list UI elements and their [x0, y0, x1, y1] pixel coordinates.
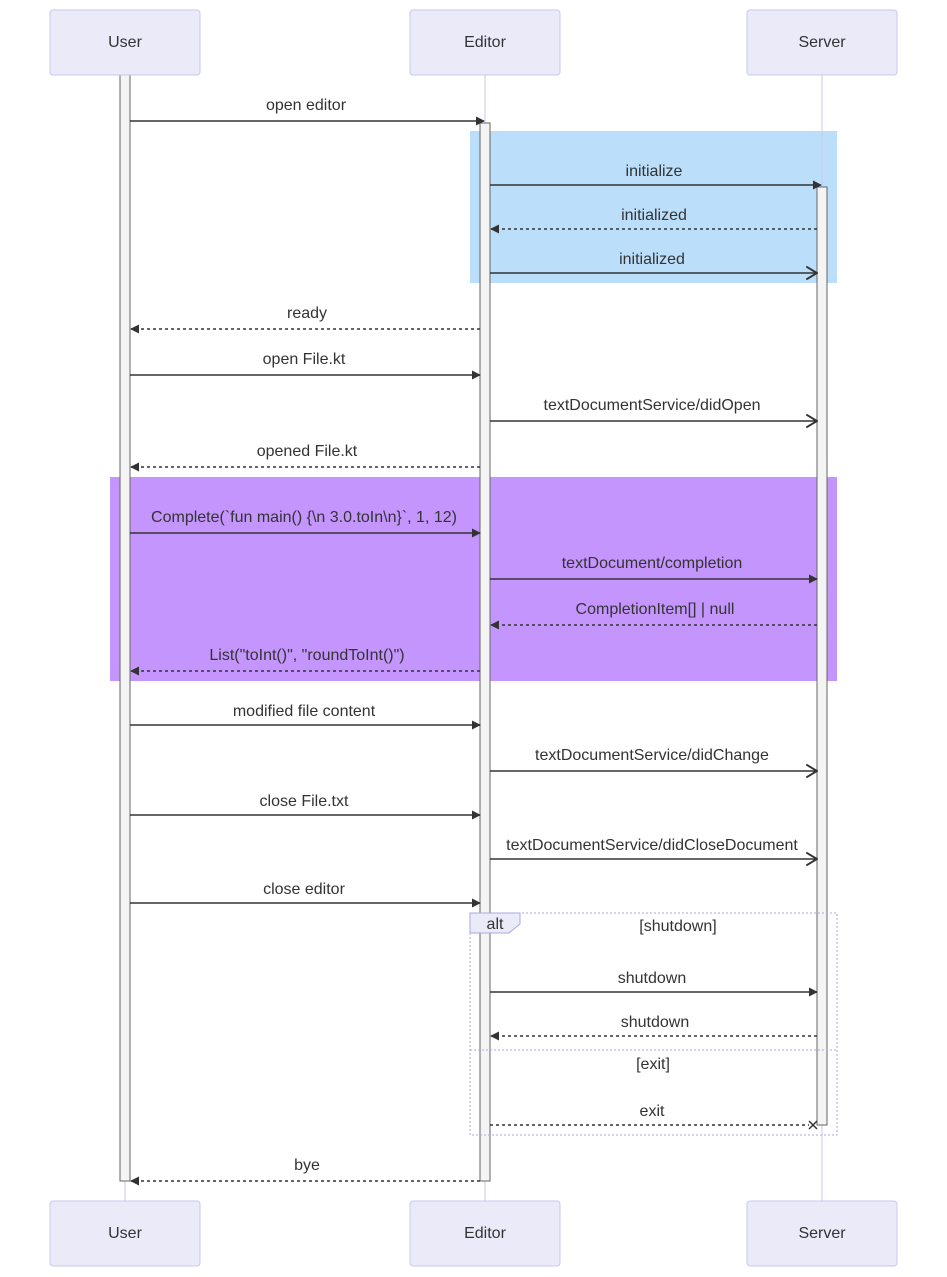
message-label: List("toInt()", "roundToInt()"): [209, 647, 404, 664]
actor-editor-bottom: Editor: [409, 1200, 561, 1267]
message-label: ready: [287, 305, 327, 322]
message-close-editor: close editor: [130, 881, 481, 908]
actor-user-top: User: [49, 9, 201, 76]
message-label: open File.kt: [263, 351, 346, 368]
server-activation: [816, 186, 828, 1126]
message-did-open: textDocumentService/didOpen: [490, 397, 817, 421]
message-exit: exit: [490, 1103, 818, 1130]
message-initialize: initialize: [490, 163, 822, 190]
actor-server-top: Server: [746, 9, 898, 76]
message-label: textDocumentService/didOpen: [544, 397, 761, 414]
message-label: initialize: [626, 163, 683, 180]
message-initialized-notify: initialized: [490, 251, 817, 273]
actor-label: Server: [798, 1225, 846, 1242]
alt-condition-shutdown: [shutdown]: [639, 918, 716, 935]
message-label: initialized: [621, 207, 687, 224]
message-label: exit: [640, 1103, 665, 1120]
actor-server-bottom: Server: [746, 1200, 898, 1267]
message-label: open editor: [266, 97, 347, 114]
actor-label: User: [108, 1225, 142, 1242]
message-label: CompletionItem[] | null: [576, 601, 735, 618]
message-did-change: textDocumentService/didChange: [490, 747, 817, 771]
message-completion-items: CompletionItem[] | null: [490, 601, 817, 630]
message-label: textDocumentService/didCloseDocument: [506, 837, 798, 854]
message-bye: bye: [130, 1157, 480, 1186]
message-modified-content: modified file content: [130, 703, 481, 730]
message-open-file: open File.kt: [130, 351, 481, 380]
message-label: close editor: [263, 881, 345, 898]
message-close-file: close File.txt: [130, 793, 481, 820]
message-shutdown-reply: shutdown: [490, 1014, 817, 1041]
message-initialized-reply: initialized: [490, 207, 817, 234]
message-did-close: textDocumentService/didCloseDocument: [490, 837, 817, 859]
alt-tag-label: alt: [487, 916, 504, 933]
actor-editor-top: Editor: [409, 9, 561, 76]
message-list: List("toInt()", "roundToInt()"): [130, 647, 480, 676]
alt-tag: [469, 912, 521, 934]
cross-icon: [808, 1120, 818, 1130]
message-label: initialized: [619, 251, 685, 268]
init-region: [470, 131, 837, 283]
message-label: textDocumentService/didChange: [535, 747, 769, 764]
message-open-editor: open editor: [130, 97, 485, 126]
message-opened-file: opened File.kt: [130, 443, 480, 472]
message-label: modified file content: [233, 703, 376, 720]
alt-condition-exit: [exit]: [636, 1056, 670, 1073]
actor-label: Editor: [464, 1225, 506, 1242]
message-label: shutdown: [618, 970, 687, 987]
message-ready: ready: [130, 305, 480, 334]
message-completion: textDocument/completion: [490, 555, 818, 584]
message-label: opened File.kt: [257, 443, 358, 460]
message-label: close File.txt: [260, 793, 349, 810]
message-label: textDocument/completion: [562, 555, 743, 572]
editor-activation: [479, 122, 491, 1182]
actor-user-bottom: User: [49, 1200, 201, 1267]
actor-label: Server: [798, 34, 846, 51]
user-activation: [119, 74, 131, 1182]
actor-label: User: [108, 34, 142, 51]
message-label: bye: [294, 1157, 320, 1174]
message-label: shutdown: [621, 1014, 690, 1031]
message-complete: Complete(`fun main() {\n 3.0.toIn\n}`, 1…: [130, 509, 481, 538]
message-label: Complete(`fun main() {\n 3.0.toIn\n}`, 1…: [151, 509, 457, 526]
message-shutdown-request: shutdown: [490, 970, 818, 997]
alt-frame: [469, 912, 838, 1136]
actor-label: Editor: [464, 34, 506, 51]
